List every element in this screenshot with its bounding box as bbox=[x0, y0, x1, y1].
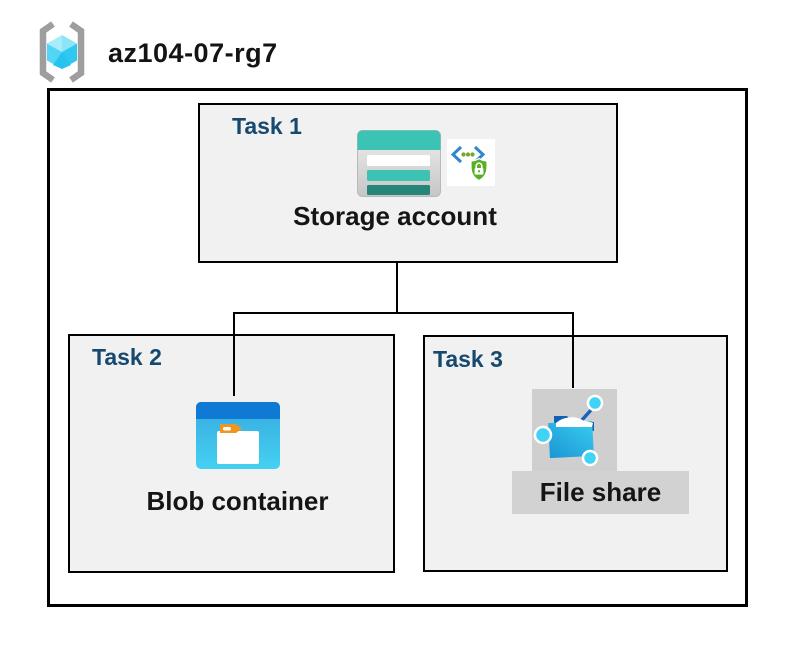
file-share-icon bbox=[532, 389, 617, 471]
connector-to-blob bbox=[233, 314, 235, 396]
blob-container-icon bbox=[196, 402, 280, 469]
blob-container-label: Blob container bbox=[146, 486, 329, 516]
task2-box: Task 2 Blob container bbox=[68, 334, 395, 573]
task2-label: Task 2 bbox=[92, 344, 162, 370]
resource-group-name: az104-07-rg7 bbox=[108, 38, 278, 68]
task1-box: Task 1 bbox=[198, 103, 618, 263]
task3-box: Task 3 File share bbox=[423, 335, 728, 572]
connector-horizontal bbox=[233, 312, 574, 314]
resource-group-icon bbox=[36, 20, 88, 84]
connector-storage-down bbox=[396, 263, 398, 314]
task3-label: Task 3 bbox=[433, 346, 503, 372]
file-share-label-bar: File share bbox=[512, 471, 689, 514]
shared-access-signature-icon bbox=[447, 139, 495, 186]
storage-account-icon bbox=[357, 130, 441, 197]
storage-account-label: Storage account bbox=[293, 201, 497, 231]
file-share-label: File share bbox=[539, 477, 662, 507]
task1-label: Task 1 bbox=[232, 113, 302, 139]
connector-to-fileshare bbox=[572, 314, 574, 388]
